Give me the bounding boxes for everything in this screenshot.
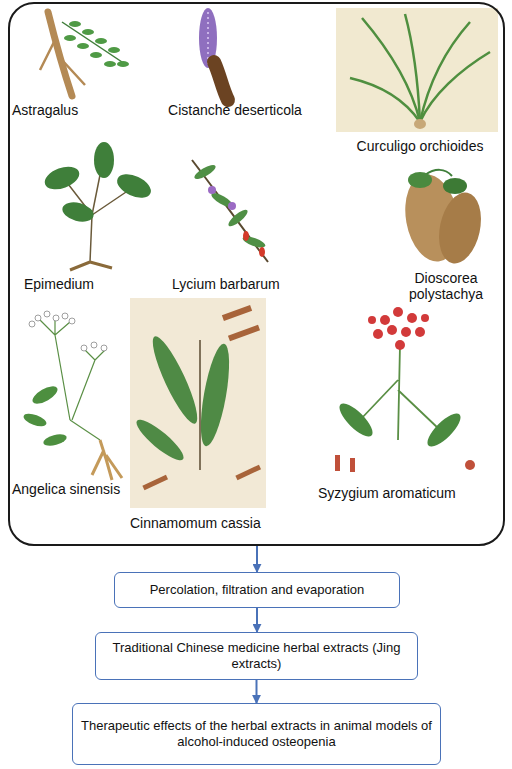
herb-label: Epimedium: [24, 276, 134, 292]
curculigo-drawing: [336, 8, 498, 132]
flow-arrow: [256, 546, 258, 572]
process-box: Percolation, filtration and evaporation: [114, 572, 400, 608]
cinnamomum-drawing: [130, 298, 266, 508]
syzygium-drawing: [335, 307, 475, 472]
cistanche-drawing: [199, 8, 228, 100]
process-box: Therapeutic effects of the herbal extrac…: [72, 703, 441, 765]
herb-label: Dioscorea polystachya: [396, 270, 496, 302]
step-text: Percolation, filtration and evaporation: [150, 582, 365, 598]
step-text: Traditional Chinese medicine herbal extr…: [104, 640, 409, 672]
herb-label: Cistanche deserticola: [160, 102, 310, 118]
herb-label: Curculigo orchioides: [340, 138, 500, 154]
herb-label: Lycium barbarum: [172, 276, 302, 292]
step-text: Therapeutic effects of the herbal extrac…: [81, 718, 432, 750]
flow-arrow: [256, 680, 258, 703]
herb-panel: Astragalus Cistanche deserticolaCurculigo…: [8, 2, 505, 546]
herb-label: Cinnamomum cassia: [130, 515, 280, 531]
epimedium-drawing: [42, 142, 155, 270]
flow-arrow: [256, 608, 258, 632]
angelica-drawing: [22, 311, 122, 480]
herb-label: Angelica sinensis: [12, 481, 142, 497]
process-box: Traditional Chinese medicine herbal extr…: [95, 632, 418, 680]
lycium-drawing: [192, 160, 268, 262]
astragalus-drawing: [40, 12, 129, 96]
herb-label: Astragalus: [12, 102, 122, 118]
dioscorea-drawing: [399, 170, 487, 268]
herb-label: Syzygium aromaticum: [318, 485, 488, 501]
